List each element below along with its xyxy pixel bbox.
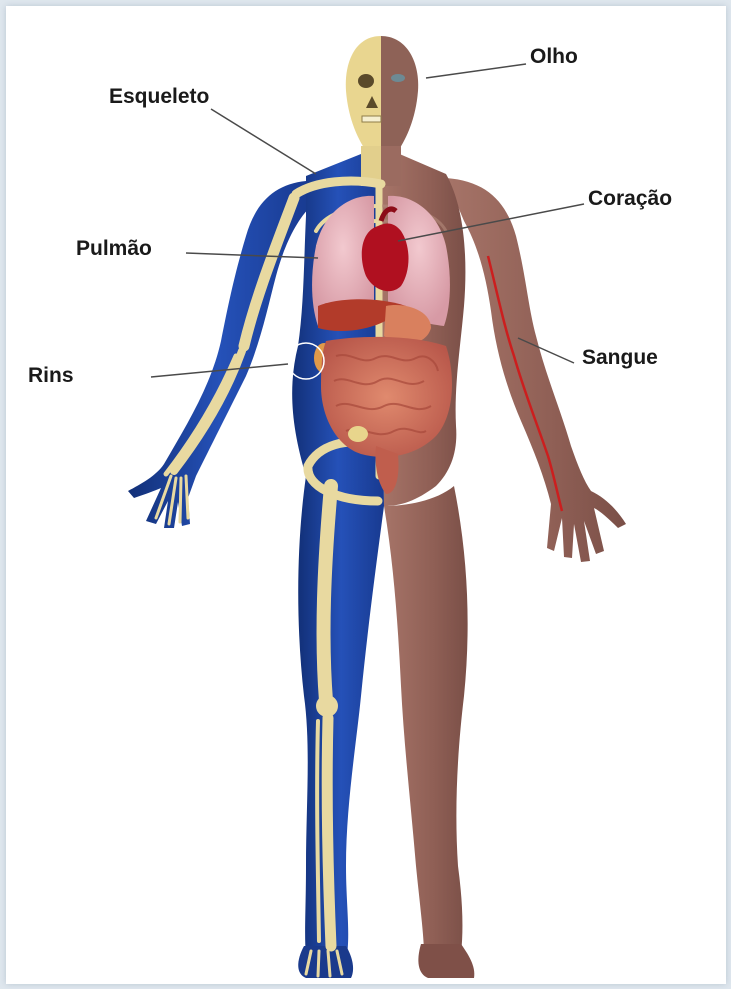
label-rins: Rins: [28, 365, 74, 386]
label-olho: Olho: [530, 46, 578, 67]
esqueleto-leader-line: [211, 109, 316, 174]
diagram-canvas: Olho Esqueleto Coração Pulmão Rins Sangu…: [6, 6, 726, 984]
label-pulmao: Pulmão: [76, 238, 152, 259]
olho-leader-line: [426, 64, 526, 78]
human-anatomy-illustration: [6, 6, 726, 984]
label-sangue: Sangue: [582, 347, 658, 368]
label-coracao: Coração: [588, 188, 672, 209]
label-esqueleto: Esqueleto: [109, 86, 209, 107]
